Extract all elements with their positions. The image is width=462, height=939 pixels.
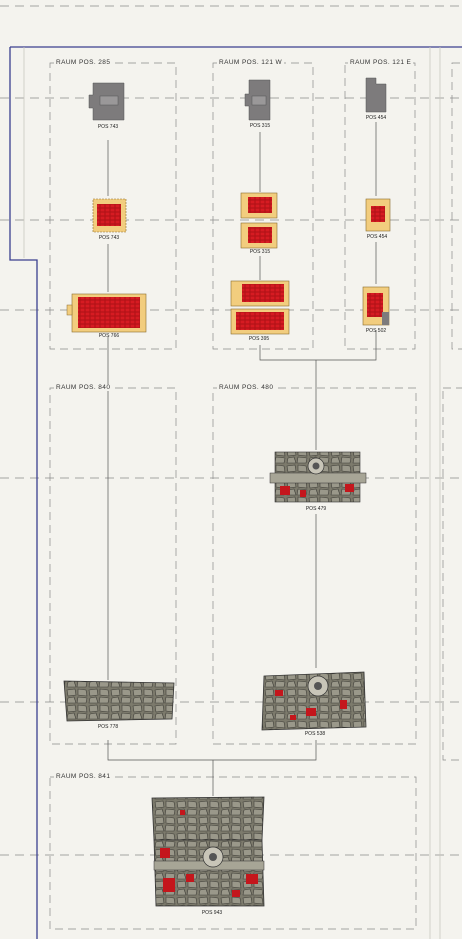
plan-pos-454-top [365,77,387,113]
pos-label-315-mid: POS 315 [249,249,271,255]
room-label-480: RAUM POS. 480 [217,384,276,391]
pos-label-766: POS 766 [98,333,120,339]
plan-pos-778 [63,680,175,722]
pos-label-943: POS 943 [201,910,223,916]
plan-pos-538 [261,671,367,731]
pos-label-778: POS 778 [97,724,119,730]
plan-pos-315-top [244,79,271,121]
room-840-box [49,387,177,745]
plan-pos-943 [151,796,265,907]
room-label-121e: RAUM POS. 121 E [348,59,414,66]
plan-pos-454-mid [365,198,391,232]
room-121w-box [212,62,314,350]
pos-label-502: POS 502 [365,328,387,334]
room-label-121w: RAUM POS. 121 W [217,59,285,66]
plan-pos-502 [362,286,390,326]
pos-label-743-top: POS 743 [97,124,119,130]
room-121e-box [344,62,416,350]
pos-label-315-top: POS 315 [249,123,271,129]
room-285-box [49,62,177,350]
room-label-285: RAUM POS. 285 [54,59,113,66]
level-lines [0,5,462,856]
pos-label-395: POS 395 [248,336,270,342]
pos-label-454-mid: POS 454 [366,234,388,240]
pos-label-538: POS 538 [304,731,326,737]
room-boxes [49,62,462,930]
plan-pos-743-mid [92,198,127,233]
plan-pos-395 [230,280,290,335]
room-label-841: RAUM POS. 841 [54,773,113,780]
pos-label-454-top: POS 454 [365,115,387,121]
pos-label-743-mid: POS 743 [98,235,120,241]
pos-label-479: POS 479 [305,506,327,512]
room-label-840: RAUM POS. 840 [54,384,113,391]
plan-pos-479 [269,451,367,503]
sheet-lines [23,47,441,939]
room-841-box [49,776,417,930]
plan-pos-766 [66,293,147,333]
plan-pos-743-top [88,82,125,121]
room-480-box [212,387,417,745]
room-right-edge-box-2 [442,387,462,761]
room-right-edge-box-1 [451,62,462,350]
frame-border [9,46,462,939]
connector-lines [107,122,377,796]
plan-pos-315-mid [240,192,278,249]
